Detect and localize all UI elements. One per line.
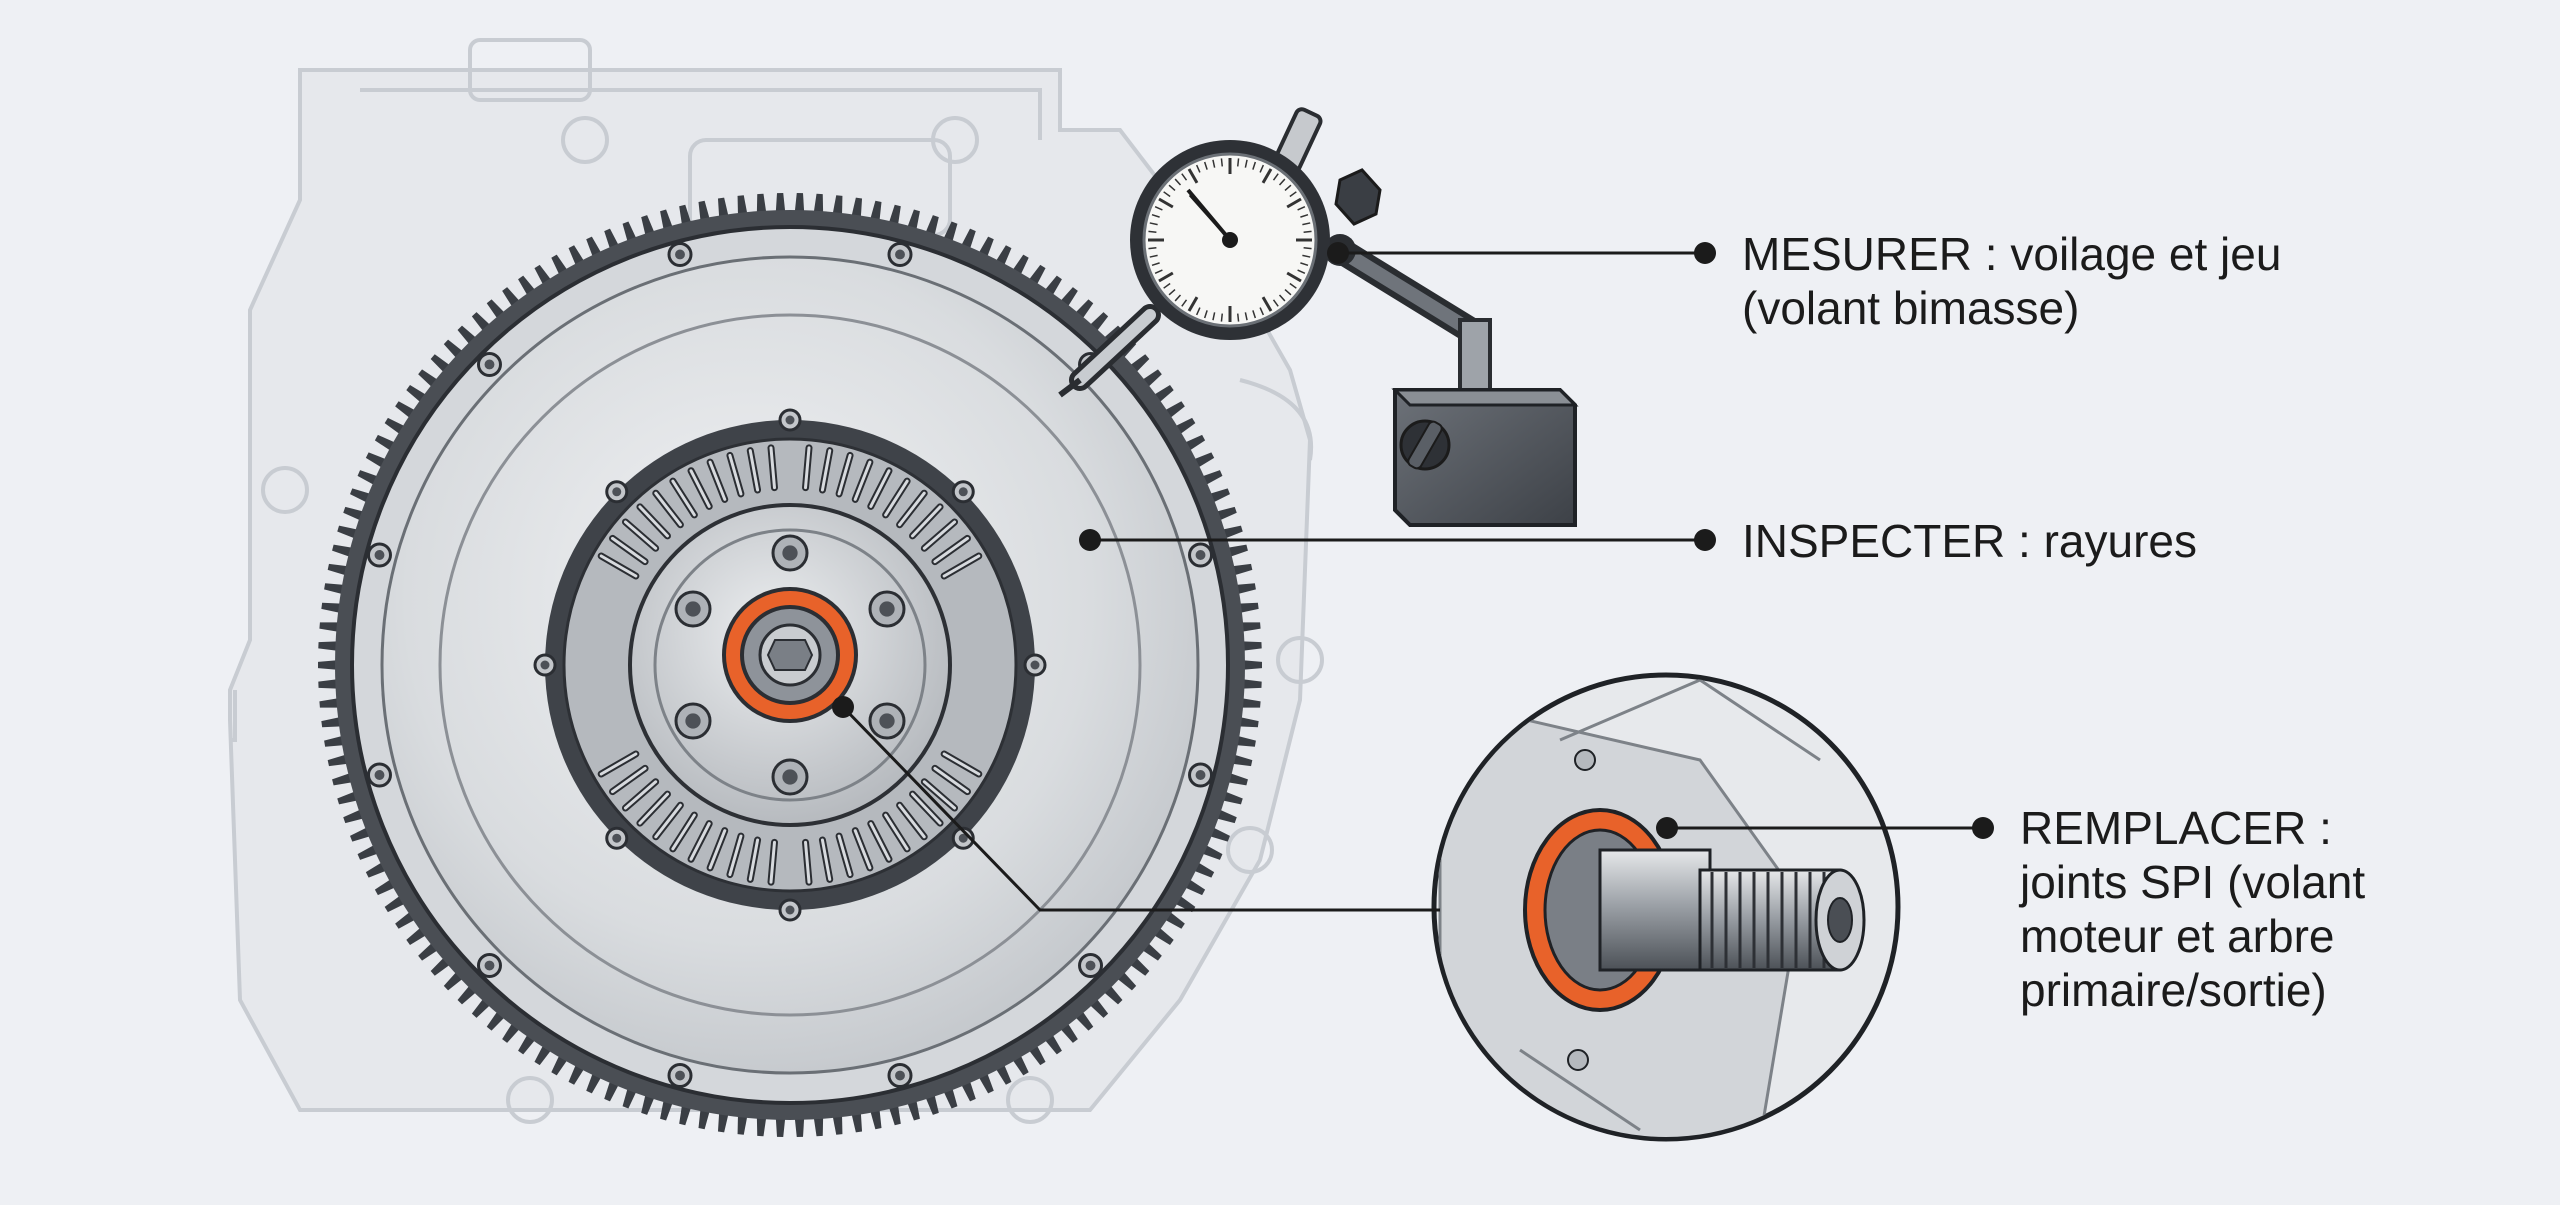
magnetic-base-icon [1391,318,1579,527]
callout-remplacer: REMPLACER : joints SPI (volant moteur et… [2020,801,2365,1017]
callout-mesurer-line-2: (volant bimasse) [1742,282,2080,334]
leader-lines [841,251,1983,912]
dot-mesurer-gauge [1327,242,1349,264]
ring-bolts [533,408,1047,922]
callout-remplacer-line-2: joints SPI (volant [2020,856,2366,908]
flywheel-icon [335,210,1245,1120]
leader-remplacer-main [841,705,1440,912]
dot-inspecter-label [1694,529,1716,551]
seal-detail-icon [1431,672,1901,1142]
callout-remplacer-line-1: REMPLACER : [2020,802,2332,854]
callout-inspecter-line-1: INSPECTER : rayures [1742,515,2197,567]
callout-mesurer-line-1: MESURER : voilage et jeu [1742,228,2282,280]
dot-remplacer-label [1972,817,1994,839]
dot-mesurer-label [1694,242,1716,264]
hub-bolts [674,534,906,796]
callout-inspecter: INSPECTER : rayures [1742,514,2197,568]
dial-indicator-icon [1058,107,1483,398]
dot-seal-detail [1656,817,1678,839]
damper-springs [597,444,983,886]
callout-remplacer-line-3: moteur et arbre [2020,910,2335,962]
dot-seal-flywheel [832,696,854,718]
callout-remplacer-line-4: primaire/sortie) [2020,964,2327,1016]
dot-inspecter-disc [1079,529,1101,551]
callout-mesurer: MESURER : voilage et jeu (volant bimasse… [1742,227,2281,335]
